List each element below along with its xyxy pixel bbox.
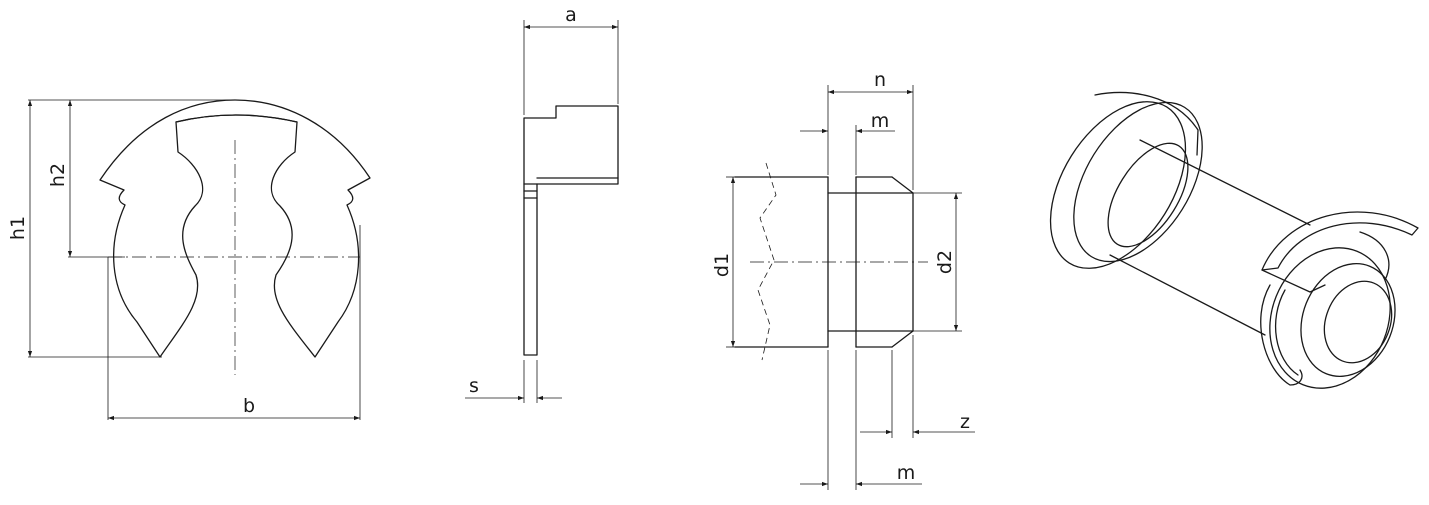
label-n: n bbox=[874, 69, 886, 91]
label-h2: h2 bbox=[47, 163, 69, 187]
label-s: s bbox=[469, 375, 479, 397]
iso-eclip bbox=[1261, 211, 1419, 271]
eclip-outline bbox=[99, 99, 371, 358]
label-m-bottom: m bbox=[897, 462, 916, 484]
label-d1: d1 bbox=[711, 253, 733, 277]
shaft-view: n m d1 d2 z m bbox=[711, 69, 975, 490]
label-b: b bbox=[243, 395, 255, 417]
shaft-break-line bbox=[757, 162, 777, 361]
side-outline bbox=[523, 105, 619, 356]
front-view-eclip: h1 h2 b bbox=[7, 99, 371, 421]
label-m-top: m bbox=[871, 110, 890, 132]
label-h1: h1 bbox=[7, 216, 29, 240]
label-z: z bbox=[960, 411, 970, 433]
label-d2: d2 bbox=[934, 250, 956, 274]
side-view: a s bbox=[465, 4, 619, 403]
eclip-inner-arc bbox=[175, 114, 298, 123]
label-a: a bbox=[565, 4, 577, 26]
isometric-view bbox=[1049, 91, 1419, 389]
